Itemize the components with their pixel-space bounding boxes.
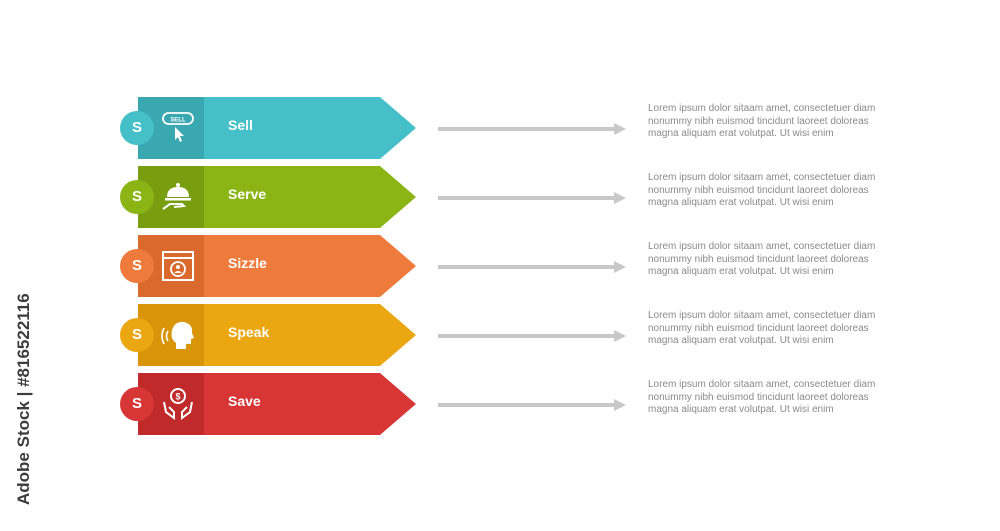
connector-arrow-2 (438, 192, 626, 204)
badge-2: S (120, 180, 154, 214)
connector-arrow-3 (438, 261, 626, 273)
item-description-4: Lorem ipsum dolor sitaam amet, consectet… (648, 310, 876, 346)
svg-text:SELL: SELL (170, 118, 186, 124)
item-row-3: S Sizzle Lorem ipsum dolor sitaam amet, … (120, 235, 1000, 297)
sell-button-click-icon: SELL (162, 112, 194, 142)
speaking-head-icon (161, 321, 194, 349)
badge-3: S (120, 249, 154, 283)
serving-tray-cloche-icon (162, 183, 191, 210)
arrow-shape-5 (138, 373, 416, 435)
item-description-5: Lorem ipsum dolor sitaam amet, consectet… (648, 379, 876, 415)
item-label-1: Sell (228, 117, 253, 133)
connector-arrow-1 (438, 123, 626, 135)
item-description-1: Lorem ipsum dolor sitaam amet, consectet… (648, 103, 876, 139)
item-row-5: S $ Save Lorem ipsum dolor sitaam amet, … (120, 373, 1000, 435)
item-label-4: Speak (228, 324, 270, 340)
browser-profile-icon (162, 251, 194, 281)
connector-arrow-5 (438, 399, 626, 411)
item-label-5: Save (228, 393, 261, 409)
item-label-3: Sizzle (228, 255, 267, 271)
hands-coin-savings-icon: $ (163, 388, 193, 420)
item-row-2: S Serve Lorem ipsum dolor sitaam amet, c… (120, 166, 1000, 228)
stock-watermark: Adobe Stock | #816522116 (14, 293, 33, 505)
item-label-2: Serve (228, 186, 267, 202)
connector-arrow-4 (438, 330, 626, 342)
badge-1: S (120, 111, 154, 145)
svg-text:$: $ (175, 392, 180, 402)
item-row-1: S SELL Sell Lorem ipsum dolor sitaam ame… (120, 97, 1000, 159)
item-description-2: Lorem ipsum dolor sitaam amet, consectet… (648, 172, 876, 208)
badge-4: S (120, 318, 154, 352)
item-row-4: S Speak Lorem ipsum dolor sitaam amet, c… (120, 304, 1000, 366)
item-description-3: Lorem ipsum dolor sitaam amet, consectet… (648, 241, 876, 277)
badge-5: S (120, 387, 154, 421)
